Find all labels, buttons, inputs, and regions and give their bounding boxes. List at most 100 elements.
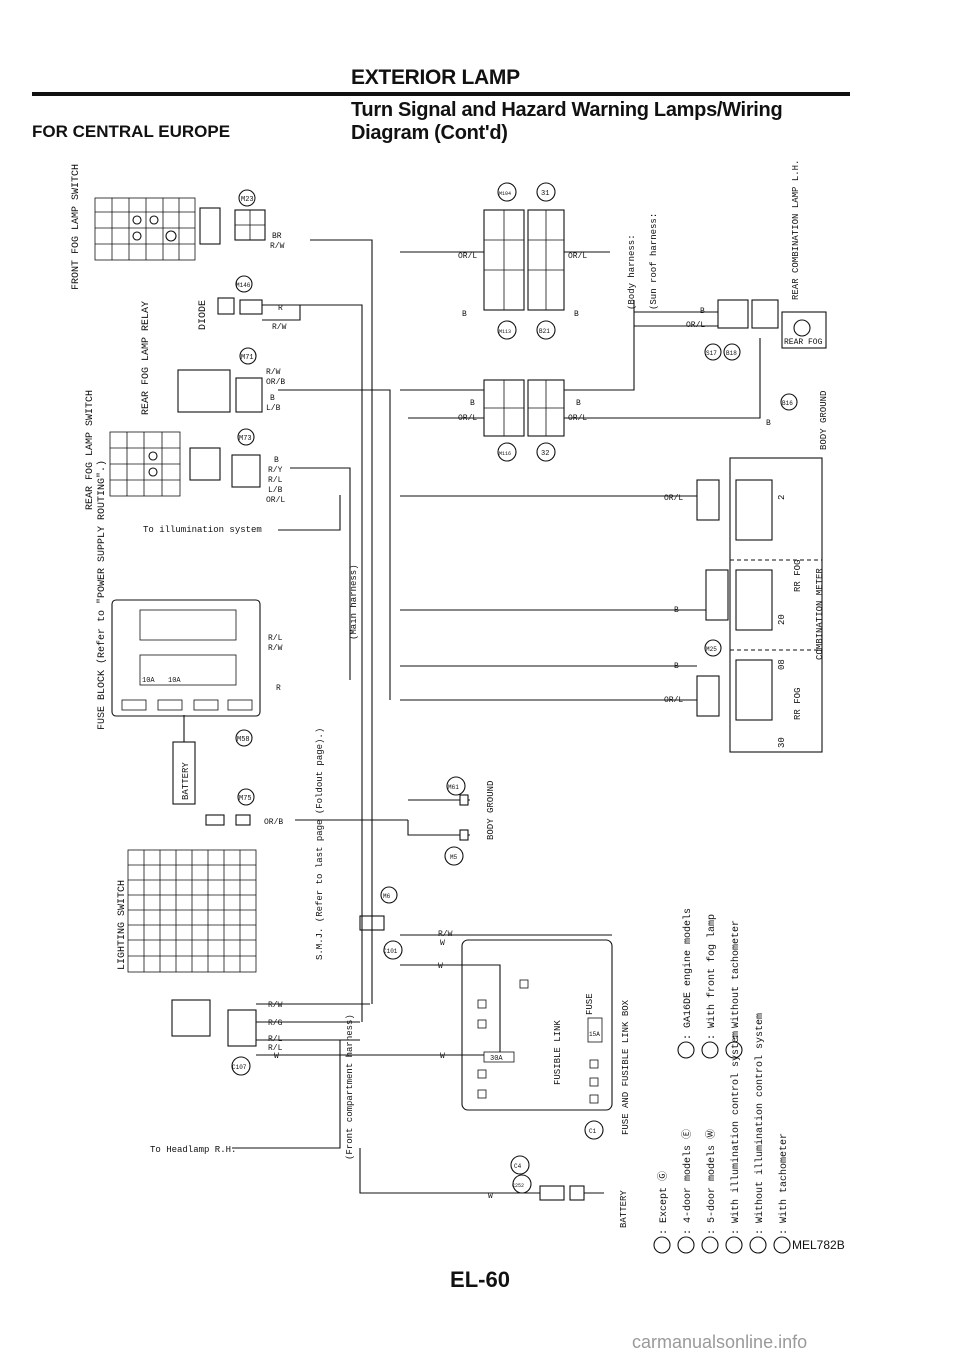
wire-r-w-5: R/W	[268, 1001, 283, 1010]
connector-s17: S17	[706, 350, 717, 357]
wire-b-3: B	[462, 310, 467, 319]
rear-fog-switch-label: REAR FOG LAMP SWITCH	[85, 390, 96, 510]
wire-r-w-1: R/W	[270, 242, 285, 251]
wire-b-6: B	[576, 399, 581, 408]
rear-fog-bulb-label: REAR FOG	[784, 338, 823, 347]
battery-left: BATTERY M75 OR/B	[172, 715, 408, 827]
meter-label-30: 30	[777, 737, 787, 748]
wire-r-1: R	[278, 304, 283, 313]
connector-m23: M23	[241, 196, 254, 204]
connector-m61: M61	[448, 784, 459, 791]
wire-w-3: W	[438, 962, 443, 971]
connector-m73: M73	[239, 435, 252, 443]
connector-c4: C4	[514, 1163, 522, 1170]
lighting-switch: LIGHTING SWITCH C107 R/W R/G R/L R/L W	[117, 849, 420, 1076]
rear-combination-lamp: REAR COMBINATION LAMP L.H. (Body harness…	[620, 160, 829, 450]
wire-r-w-3: R/W	[266, 368, 281, 377]
battery-left-label: BATTERY	[181, 762, 191, 800]
connector-c252: C252	[512, 1183, 524, 1189]
connector-b18: B18	[726, 350, 737, 357]
combination-meter-label: COMBINATION METER	[815, 568, 825, 660]
wire-or-l-3: OR/L	[568, 252, 587, 261]
legend-item-tc: : With tachometer	[778, 1133, 790, 1235]
connector-c101: C101	[383, 948, 398, 955]
meter-label-2: 2	[777, 495, 787, 500]
meter-label-08: 08	[777, 659, 787, 670]
wire-l-b-1: L/B	[266, 404, 281, 413]
rear-fog-relay-label: REAR FOG LAMP RELAY	[141, 301, 152, 415]
main-harness-label: (Main harness)	[349, 564, 359, 640]
wire-r-2: R	[276, 684, 281, 693]
wire-w-1: W	[274, 1052, 279, 1061]
connector-c1: C1	[589, 1128, 597, 1135]
wire-b-1: B	[270, 394, 275, 403]
body-harness-label: (Body harness:	[627, 234, 637, 310]
combination-meter: M25 OR/L B B OR/L RR FOG RR FOG COMBINAT…	[400, 457, 825, 753]
wire-r-y: R/Y	[268, 466, 283, 475]
figure-code: MEL782B	[792, 1238, 845, 1252]
page-number: EL-60	[450, 1267, 510, 1292]
connector-31: 31	[541, 190, 549, 198]
wire-w-4: W	[440, 1052, 445, 1061]
connector-m5: M5	[450, 854, 458, 861]
legend-item-5d: : 5-door models Ⓦ	[705, 1129, 718, 1235]
wire-or-b-1: OR/B	[266, 378, 285, 387]
battery-bottom-label: BATTERY	[619, 1190, 629, 1228]
connector-c107: C107	[232, 1064, 247, 1071]
center-connector-blocks: M104 M113 31 B21 M116 32 OR/L OR/L B B B…	[400, 182, 620, 462]
legend: : Except Ⓖ : 4-door models Ⓔ : 5-door mo…	[653, 908, 791, 1254]
connector-m6: M6	[383, 893, 391, 900]
legend-item-wi: : Without illumination control system	[754, 1013, 766, 1235]
legend-item-wt: : Without tachometer	[730, 920, 742, 1040]
page-title-line-1: Turn Signal and Hazard Warning Lamps/Wir…	[351, 99, 783, 121]
connector-32: 32	[541, 450, 549, 458]
fuse-and-fusible-link-box: FUSIBLE LINK FUSE 15A 30A FUSE AND FUSIB…	[400, 930, 631, 1140]
connector-m25: M25	[706, 646, 717, 653]
connector-m104: M104	[499, 191, 511, 197]
wire-l-b-2: L/B	[268, 486, 283, 495]
front-compartment-label: (Front compartment harness)	[345, 1014, 355, 1160]
wire-br: BR	[272, 232, 282, 241]
fuse-label: FUSE	[585, 993, 595, 1015]
rear-fog-lamp-switch: REAR FOG LAMP SWITCH M73 B R/Y R/L L/B O…	[85, 390, 285, 510]
fusible-link-label: FUSIBLE LINK	[553, 1020, 563, 1085]
rr-fog-label-b: RR FOG	[793, 688, 803, 720]
region-label: FOR CENTRAL EUROPE	[32, 122, 231, 141]
wire-b-2: B	[274, 456, 279, 465]
rear-fog-lamp-relay: REAR FOG LAMP RELAY M71 R/W OR/B B L/B	[141, 301, 285, 415]
sun-roof-harness-label: (Sun roof harness:	[649, 213, 659, 310]
fuse-10a-1: 10A	[142, 677, 155, 685]
section-title: EXTERIOR LAMP	[351, 66, 520, 89]
wire-r-w-4: R/W	[268, 644, 283, 653]
connector-b21: B21	[539, 328, 550, 335]
connector-m71: M71	[241, 354, 254, 362]
wire-r-l-2: R/L	[268, 634, 283, 643]
legend-item-4d: : 4-door models Ⓔ	[681, 1129, 694, 1235]
watermark: carmanualsonline.info	[632, 1332, 808, 1352]
connector-m146: M146	[236, 282, 251, 289]
front-fog-lamp-switch: FRONT FOG LAMP SWITCH M23 BR R/W	[71, 164, 285, 290]
wire-b-5: B	[470, 399, 475, 408]
wire-r-l-4: R/L	[268, 1044, 283, 1053]
connector-m75: M75	[239, 795, 252, 803]
fuse-box-label: FUSE AND FUSIBLE LINK BOX	[621, 999, 631, 1135]
fuse-30a: 30A	[490, 1055, 503, 1063]
headlamp-label: To Headlamp R.H.	[150, 1145, 236, 1155]
body-ground-right-label: BODY GROUND	[819, 391, 829, 450]
wire-w-5: W	[488, 1192, 493, 1201]
wire-or-l-2: OR/L	[458, 252, 477, 261]
legend-item-g: : GA16DE engine models	[682, 908, 694, 1040]
wire-or-l-1: OR/L	[266, 496, 285, 505]
rear-combination-label: REAR COMBINATION LAMP L.H.	[791, 160, 801, 300]
front-fog-switch-label: FRONT FOG LAMP SWITCH	[71, 164, 82, 290]
battery-bottom: C4 C252 W BATTERY	[359, 1148, 629, 1228]
header-rule	[32, 92, 850, 96]
smj-label: S.M.J. (Refer to last page (Foldout page…	[315, 728, 325, 960]
connector-m116: M116	[499, 451, 511, 457]
connector-b16: B16	[782, 400, 793, 407]
legend-item-ea: : Except Ⓖ	[657, 1171, 670, 1235]
wire-r-l-1: R/L	[268, 476, 283, 485]
connector-m113: M113	[499, 329, 511, 335]
diode-label: DIODE	[198, 300, 209, 330]
wire-or-l-7: OR/L	[664, 494, 683, 503]
